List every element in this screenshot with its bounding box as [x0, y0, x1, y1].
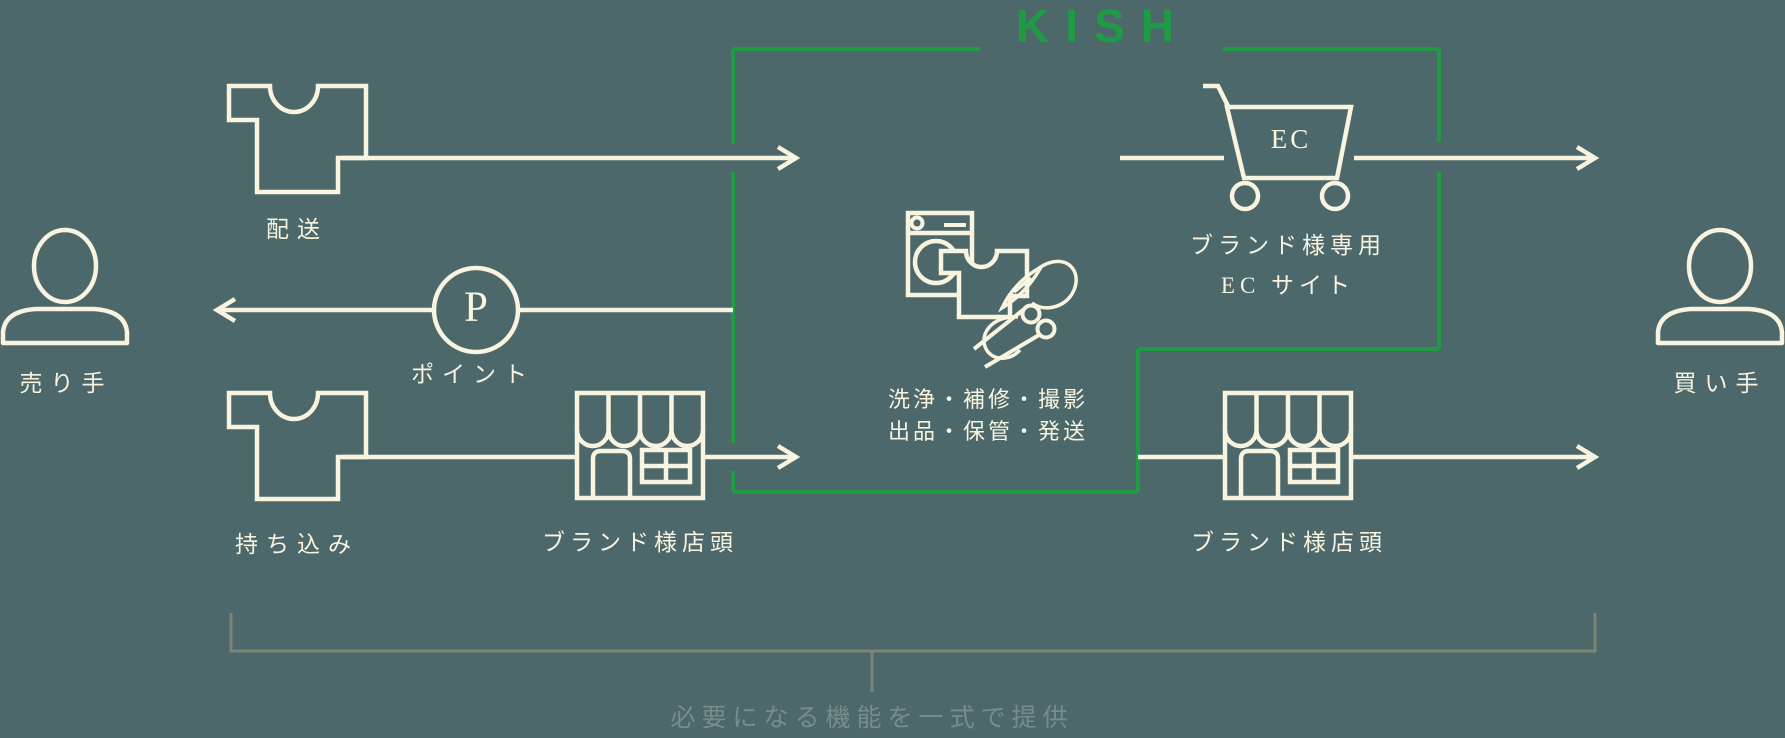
seller-label: 売り手 — [19, 371, 113, 396]
person-icon — [0, 227, 130, 346]
store-in-label: ブランド様店頭 — [542, 530, 738, 555]
brace-icon — [229, 613, 1597, 692]
delivery-label: 配送 — [266, 217, 328, 242]
kish-services-line2: 出品・保管・発送 — [887, 419, 1088, 444]
tshirt-icon — [226, 390, 369, 502]
kish-logo: KISH — [1016, 0, 1190, 52]
needle-thread-icon — [982, 259, 1078, 360]
points-label: ポイント — [411, 362, 535, 387]
cart-icon — [1203, 83, 1354, 212]
arrow-icon — [212, 145, 1600, 470]
tshirt-icon — [938, 248, 1030, 320]
kish-box-outline — [731, 47, 1441, 494]
footnote-label: 必要になる機能を一式で提供 — [670, 705, 1074, 732]
ec-cart-label: EC — [1270, 124, 1312, 154]
ec-site-label-line1: ブランド様専用 — [1190, 233, 1386, 258]
ec-site-label-line2: EC サイト — [1220, 273, 1356, 298]
store-icon — [1222, 390, 1354, 501]
tshirt-icon — [226, 83, 369, 195]
person-icon — [1655, 227, 1785, 346]
scissors-icon — [972, 303, 1057, 369]
point-badge-letter: P — [464, 284, 488, 331]
buyer-label: 買い手 — [1673, 371, 1767, 396]
kish-services-line1: 洗浄・補修・撮影 — [887, 387, 1088, 412]
dropoff-label: 持ち込み — [235, 532, 359, 557]
washing-machine-icon — [905, 210, 975, 298]
store-out-label: ブランド様店頭 — [1191, 530, 1387, 555]
store-icon — [574, 390, 706, 501]
